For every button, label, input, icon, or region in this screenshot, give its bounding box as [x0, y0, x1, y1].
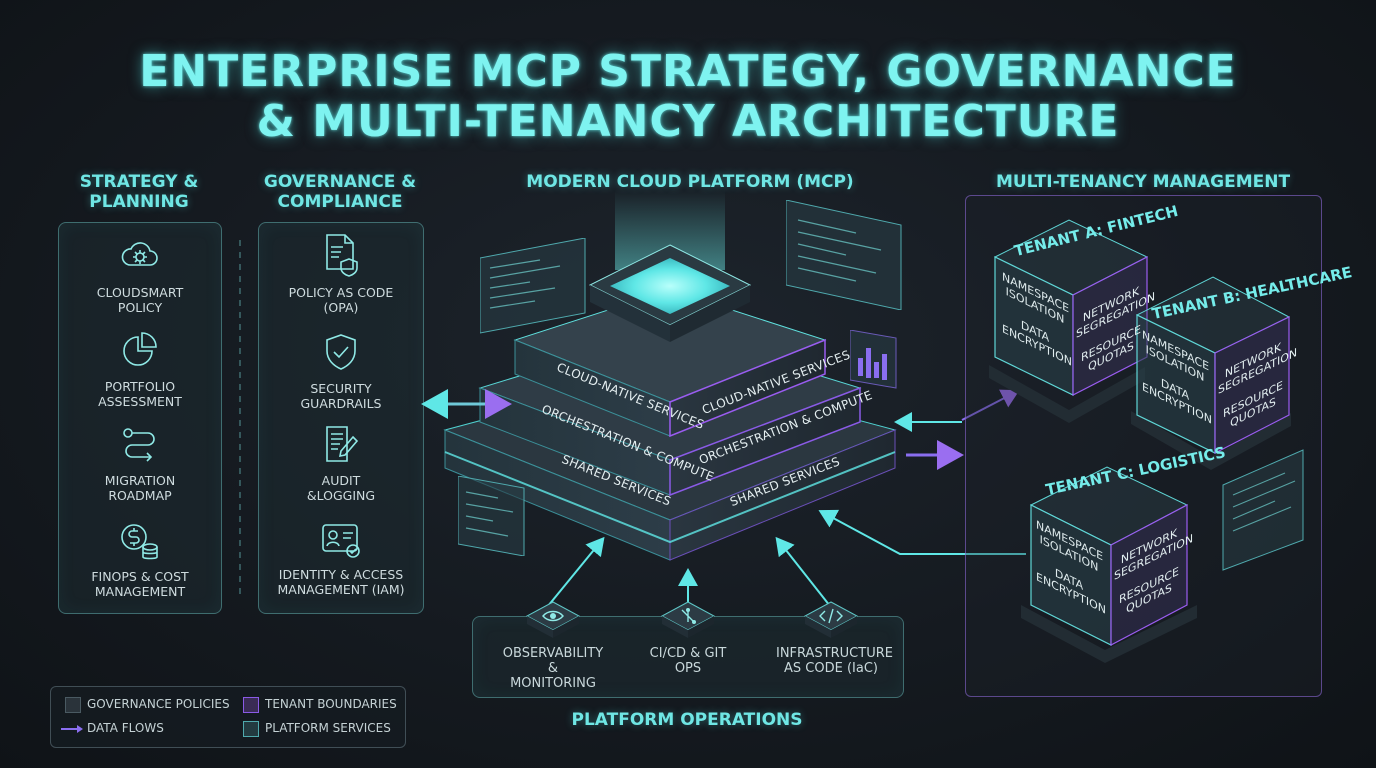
code-icon [803, 601, 859, 638]
cloud-gear-icon [121, 242, 158, 266]
governance-heading: GOVERNANCE & COMPLIANCE [263, 172, 417, 212]
governance-item-security[interactable]: SECURITY GUARDRAILS [259, 331, 423, 411]
arrow-tenant-a [961, 389, 1020, 421]
strategy-item-label: PORTFOLIO ASSESSMENT [98, 379, 182, 409]
ops-item-label: CI/CD & GIT OPS [649, 646, 727, 676]
pie-chart-icon [123, 332, 157, 366]
governance-item-label: IDENTITY & ACCESS MANAGEMENT (IAM) [277, 567, 405, 597]
tenant-cubes [989, 219, 1304, 663]
legend-tenant-label: TENANT BOUNDARIES [265, 697, 397, 711]
code-window-decor [1222, 449, 1304, 571]
strategy-item-label: FINOPS & COST MANAGEMENT [91, 569, 189, 599]
git-icon [660, 601, 716, 638]
route-icon [123, 428, 155, 462]
platform-heading: MODERN CLOUD PLATFORM (MCP) [526, 172, 854, 192]
legend-swatch-platform [243, 721, 259, 737]
governance-panel: POLICY AS CODE (OPA) SECURITY GUARDRAILS… [258, 222, 424, 614]
tenant-c-cube [1021, 466, 1197, 663]
ops-item-label: INFRASTRUCTURE AS CODE (IaC) [776, 646, 893, 676]
layer-cloud-native [513, 289, 827, 438]
strategy-item-label: CLOUDSMART POLICY [96, 285, 184, 315]
governance-item-label: POLICY AS CODE (OPA) [288, 285, 394, 315]
platform-stack [443, 190, 897, 561]
code-window-decor [786, 200, 902, 310]
legend-arrow-icon [61, 725, 83, 733]
ops-item-cicd[interactable]: CI/CD & GIT OPS [633, 598, 743, 676]
tenant-a-cube [989, 219, 1149, 423]
strategy-item-migration[interactable]: MIGRATION ROADMAP [59, 423, 221, 503]
shield-check-icon [326, 334, 356, 370]
ops-item-iac[interactable]: INFRASTRUCTURE AS CODE (IaC) [776, 598, 893, 676]
strategy-item-finops[interactable]: FINOPS & COST MANAGEMENT [59, 519, 221, 599]
governance-item-label: SECURITY GUARDRAILS [300, 381, 382, 411]
strategy-item-cloudsmart[interactable]: CLOUDSMART POLICY [59, 235, 221, 315]
legend-swatch-governance [65, 697, 81, 713]
legend-governance-label: GOVERNANCE POLICIES [87, 697, 230, 711]
arrow-ops-observability [547, 536, 605, 607]
legend-flows-label: DATA FLOWS [87, 721, 164, 735]
glowing-core [588, 244, 752, 342]
code-window-decor [480, 238, 586, 334]
governance-item-iam[interactable]: IDENTITY & ACCESS MANAGEMENT (IAM) [259, 517, 423, 597]
bar-chart-decor [850, 330, 897, 389]
ops-item-observability[interactable]: OBSERVABILITY & MONITORING [498, 598, 608, 691]
section-divider [239, 240, 241, 600]
dollar-coins-icon [121, 524, 158, 560]
legend: GOVERNANCE POLICIES TENANT BOUNDARIES DA… [50, 686, 406, 748]
document-shield-icon [326, 234, 358, 277]
strategy-panel: CLOUDSMART POLICY PORTFOLIO ASSESSMENT M… [58, 222, 222, 614]
page-title-line-1: ENTERPRISE MCP STRATEGY, GOVERNANCE [139, 46, 1237, 97]
strategy-item-label: MIGRATION ROADMAP [104, 473, 176, 503]
operations-heading: PLATFORM OPERATIONS [571, 710, 803, 730]
id-card-icon [322, 524, 360, 558]
arrow-tenant-c-platform [818, 509, 1026, 555]
strategy-item-portfolio[interactable]: PORTFOLIO ASSESSMENT [59, 329, 221, 409]
page-title-line-2: & MULTI-TENANCY ARCHITECTURE [256, 96, 1120, 147]
legend-swatch-tenant [243, 697, 259, 713]
governance-item-audit[interactable]: AUDIT &LOGGING [259, 423, 423, 503]
code-window-decor [458, 476, 525, 556]
legend-platform-label: PLATFORM SERVICES [265, 721, 391, 735]
eye-icon [525, 601, 581, 638]
governance-item-label: AUDIT &LOGGING [306, 473, 376, 503]
tenant-b-cube [1131, 276, 1291, 470]
governance-item-opa[interactable]: POLICY AS CODE (OPA) [259, 231, 423, 315]
arrow-ops-iac [775, 536, 831, 607]
ops-item-label: OBSERVABILITY & MONITORING [502, 646, 604, 691]
strategy-heading: STRATEGY & PLANNING [79, 172, 199, 212]
tenancy-heading: MULTI-TENANCY MANAGEMENT [995, 172, 1291, 192]
document-pen-icon [326, 426, 359, 462]
